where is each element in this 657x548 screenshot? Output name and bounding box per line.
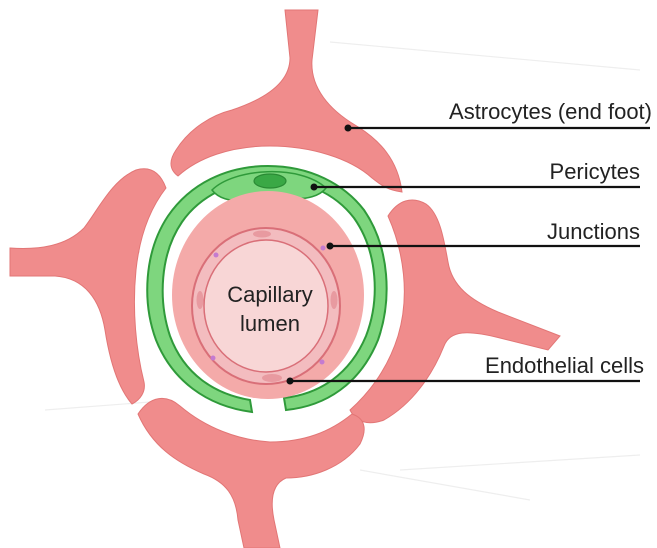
junction-dot [321,246,326,251]
endothelial-nucleus-bottom [262,374,282,382]
endothelial-nucleus-left [197,291,204,309]
endothelial-nucleus-right [331,291,338,309]
junction-dot [320,360,325,365]
callout-pericytes [311,184,641,191]
capillary: Capillary lumen [172,191,364,399]
astrocyte-left [10,169,166,404]
label-astrocytes: Astrocytes (end foot) [449,99,652,124]
label-endothelial-cells: Endothelial cells [485,353,644,378]
junction-dot [214,253,219,258]
label-junctions: Junctions [547,219,640,244]
label-pericytes: Pericytes [550,159,640,184]
junction-dot [211,356,216,361]
capillary-lumen-label-line2: lumen [240,311,300,336]
endothelial-nucleus-top [253,231,271,238]
callout-astrocytes [345,125,651,132]
capillary-lumen-label-line1: Capillary [227,282,313,307]
astrocyte-bottom [138,398,364,548]
astrocyte-top [171,10,402,192]
pericyte-nucleus [254,174,286,188]
